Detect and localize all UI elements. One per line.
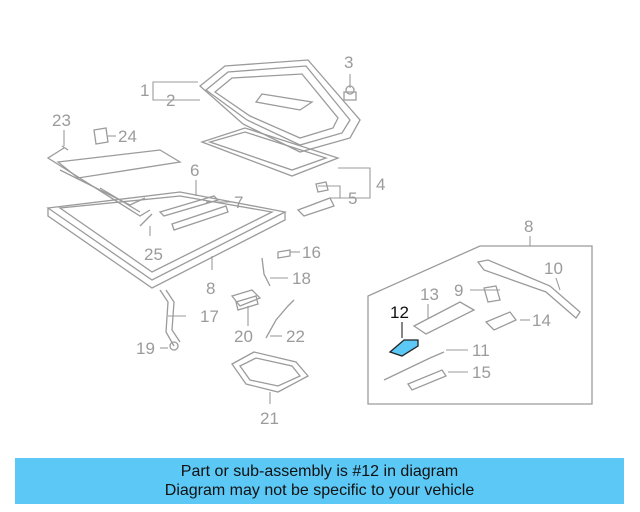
hose-16-18 bbox=[261, 249, 291, 287]
label-part-11: 11 bbox=[472, 341, 490, 360]
label-part-21: 21 bbox=[260, 409, 279, 428]
bolt-part-3 bbox=[343, 85, 357, 101]
label-part-20: 20 bbox=[234, 327, 253, 346]
part-14 bbox=[484, 311, 518, 331]
sunshade-frame bbox=[200, 127, 340, 177]
label-part-2: 2 bbox=[166, 91, 175, 110]
label-part-18: 18 bbox=[292, 269, 311, 288]
label-part-23: 23 bbox=[52, 111, 71, 130]
label-part-19: 19 bbox=[136, 339, 155, 358]
part-9 bbox=[483, 285, 501, 303]
slide-13 bbox=[412, 301, 476, 335]
motor-20 bbox=[230, 289, 262, 311]
label-part-12: 12 bbox=[390, 303, 409, 322]
drain-hose-23 bbox=[46, 145, 151, 217]
sunroof-glass-panel bbox=[198, 59, 361, 153]
sunroof-frame-left bbox=[46, 149, 287, 289]
part-15 bbox=[407, 369, 447, 391]
banner-line-part-number: Part or sub-assembly is #12 in diagram bbox=[180, 463, 459, 480]
label-part-1: 1 bbox=[140, 81, 149, 100]
bracket-24 bbox=[93, 127, 109, 145]
label-part-14: 14 bbox=[532, 311, 551, 330]
hose-17-19 bbox=[159, 289, 181, 351]
label-part-16: 16 bbox=[302, 243, 321, 262]
rail-parts-6-7 bbox=[158, 195, 229, 231]
label-part-17: 17 bbox=[200, 307, 219, 326]
cable-11 bbox=[383, 351, 445, 381]
label-part-9: 9 bbox=[454, 281, 463, 300]
label-part-3: 3 bbox=[344, 53, 353, 72]
info-banner: Part or sub-assembly is #12 in diagram D… bbox=[15, 458, 624, 504]
label-part-4: 4 bbox=[376, 175, 385, 194]
label-part-22: 22 bbox=[286, 327, 305, 346]
label-part-8-left: 8 bbox=[206, 279, 215, 298]
label-part-8-right: 8 bbox=[524, 217, 533, 236]
label-part-25: 25 bbox=[144, 245, 163, 264]
leader-lines bbox=[63, 74, 561, 404]
label-part-7: 7 bbox=[234, 193, 243, 212]
rail-10 bbox=[476, 259, 581, 319]
label-part-10: 10 bbox=[544, 259, 563, 278]
label-part-24: 24 bbox=[118, 127, 137, 146]
parts-diagram: 1 2 3 4 5 6 7 8 8 9 10 11 12 13 14 15 16… bbox=[46, 53, 593, 428]
subassembly-box bbox=[367, 245, 593, 405]
label-part-15: 15 bbox=[472, 363, 491, 382]
banner-line-disclaimer: Diagram may not be specific to your vehi… bbox=[164, 482, 475, 499]
clip-parts-5 bbox=[296, 181, 335, 217]
label-part-13: 13 bbox=[420, 285, 439, 304]
cable-22 bbox=[265, 299, 295, 339]
label-part-6: 6 bbox=[190, 161, 199, 180]
label-part-5: 5 bbox=[348, 189, 357, 208]
highlighted-part-12[interactable] bbox=[388, 339, 419, 357]
clip-25 bbox=[139, 213, 153, 227]
cover-21 bbox=[231, 351, 310, 393]
